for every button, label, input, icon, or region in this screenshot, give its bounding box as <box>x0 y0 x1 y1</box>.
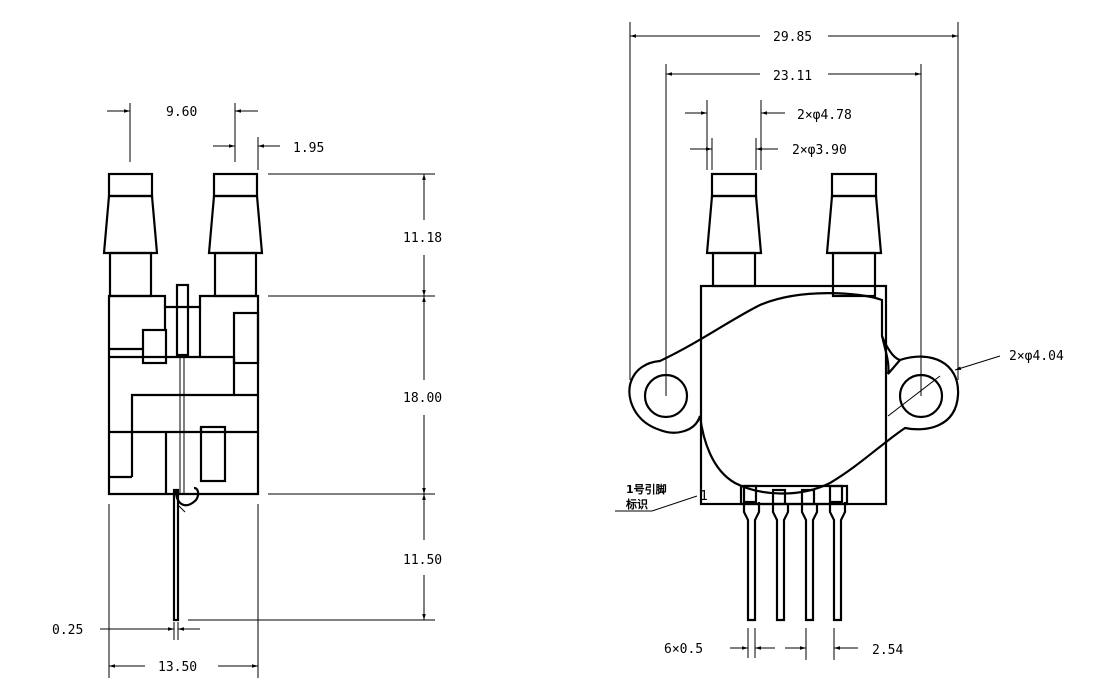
right-housing <box>699 284 888 506</box>
dim-hole-pitch: 23.11 <box>665 64 922 396</box>
dim-vertical-stack: 11.18 18.00 11.50 <box>188 173 442 621</box>
dim-port-od: 2×φ4.78 <box>685 100 852 170</box>
right-port-2 <box>825 172 883 298</box>
pin1-label-line1: 1号引脚 <box>626 482 667 496</box>
dim-overall-width: 29.85 <box>629 22 959 380</box>
dim-body-height-text: 18.00 <box>403 391 442 406</box>
pin-1 <box>742 484 761 622</box>
pin1-label-line2: 标识 <box>625 497 648 511</box>
dim-port-id: 2×φ3.90 <box>690 138 847 170</box>
dim-hole-pitch-text: 23.11 <box>773 69 812 84</box>
pin-3 <box>800 488 819 622</box>
left-body <box>107 283 260 496</box>
right-pins <box>739 484 849 622</box>
right-flange <box>628 292 960 495</box>
dim-lead-thickness: 0.25 <box>52 622 200 640</box>
dim-pin-pitch: 2.54 <box>785 628 903 660</box>
left-lead <box>172 486 200 622</box>
dim-port-height-text: 11.18 <box>403 231 442 246</box>
dim-port-offset-text: 1.95 <box>293 141 324 156</box>
left-port-1 <box>102 172 159 298</box>
pin-2 <box>771 488 790 622</box>
left-port-2 <box>207 172 264 298</box>
dim-lead-thickness-text: 0.25 <box>52 623 83 638</box>
left-side-view: 9.60 1.95 11.18 18.00 11.50 <box>52 103 442 678</box>
dim-port-pitch: 9.60 <box>107 103 258 162</box>
dim-body-width: 13.50 <box>108 504 259 678</box>
pin1-marker-callout: 1 1号引脚 标识 <box>615 482 708 512</box>
dim-pin-pitch-text: 2.54 <box>872 643 903 658</box>
right-front-view: 29.85 23.11 2×φ4.78 2×φ3.90 <box>615 22 1064 660</box>
dim-overall-width-text: 29.85 <box>773 30 812 45</box>
dim-pin-width-text: 6×0.5 <box>664 642 703 657</box>
dim-port-id-text: 2×φ3.90 <box>792 143 847 158</box>
dim-mount-hole: 2×φ4.04 <box>887 349 1064 417</box>
dim-port-offset: 1.95 <box>213 137 324 170</box>
pin-4 <box>828 484 847 622</box>
dim-mount-hole-text: 2×φ4.04 <box>1009 349 1064 364</box>
dim-port-od-text: 2×φ4.78 <box>797 108 852 123</box>
dim-port-pitch-text: 9.60 <box>166 105 197 120</box>
right-port-1 <box>705 172 763 288</box>
dim-lead-length-text: 11.50 <box>403 553 442 568</box>
dim-body-width-text: 13.50 <box>158 660 197 675</box>
dim-pin-width: 6×0.5 <box>664 628 775 658</box>
pin1-marker-number: 1 <box>700 489 708 504</box>
